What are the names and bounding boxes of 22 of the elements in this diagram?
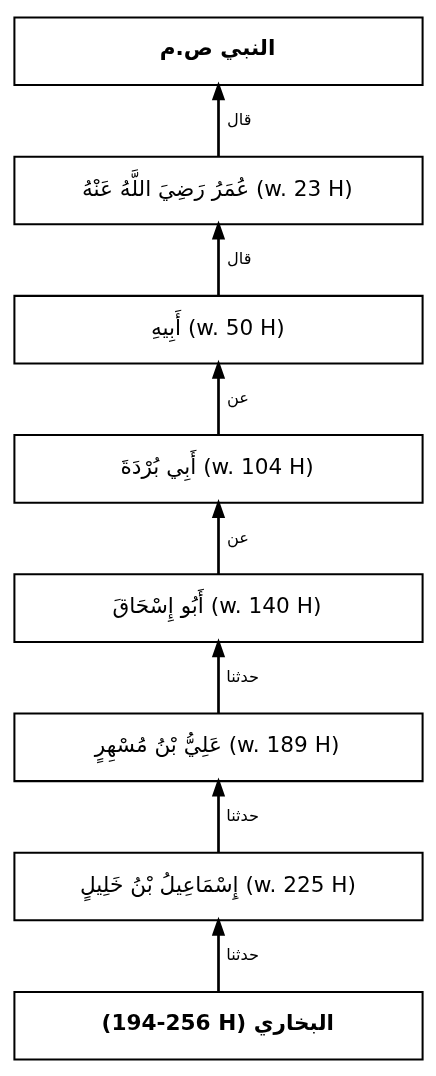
arrow	[211, 498, 225, 574]
node-box: (194-256 H) البخاري	[12, 990, 424, 1061]
edge-label: حدثنا	[225, 666, 259, 686]
node-box: أَبِي بُرْدَةَ (w. 104 H)	[12, 433, 424, 504]
edge-label: عن	[226, 527, 249, 547]
edge-label: عن	[226, 387, 249, 407]
node-box: أَبِيهِ (w. 50 H)	[12, 294, 424, 364]
edge-label: قال	[226, 248, 252, 268]
edge-label: حدثنا	[225, 944, 259, 964]
node-box: إِسْمَاعِيلُ بْنُ خَلِيلٍ (w. 225 H)	[12, 851, 424, 921]
node-box: عَلِيُّ بْنُ مُسْهِرٍ (w. 189 H)	[12, 712, 424, 782]
arrow	[211, 916, 225, 992]
node-box: أَبُو إِسْحَاقَ (w. 140 H)	[12, 572, 424, 643]
node-box: النبي ص.م	[12, 15, 424, 86]
arrow	[211, 80, 225, 156]
node-box: عُمَرُ رَضِيَ اللَّهُ عَنْهُ (w. 23 H)	[12, 155, 424, 225]
edge-label: قال	[226, 109, 252, 129]
arrow	[211, 220, 225, 296]
arrow	[211, 777, 225, 852]
arrow	[211, 637, 225, 713]
arrow	[211, 359, 225, 435]
edge-label: حدثنا	[225, 805, 259, 825]
